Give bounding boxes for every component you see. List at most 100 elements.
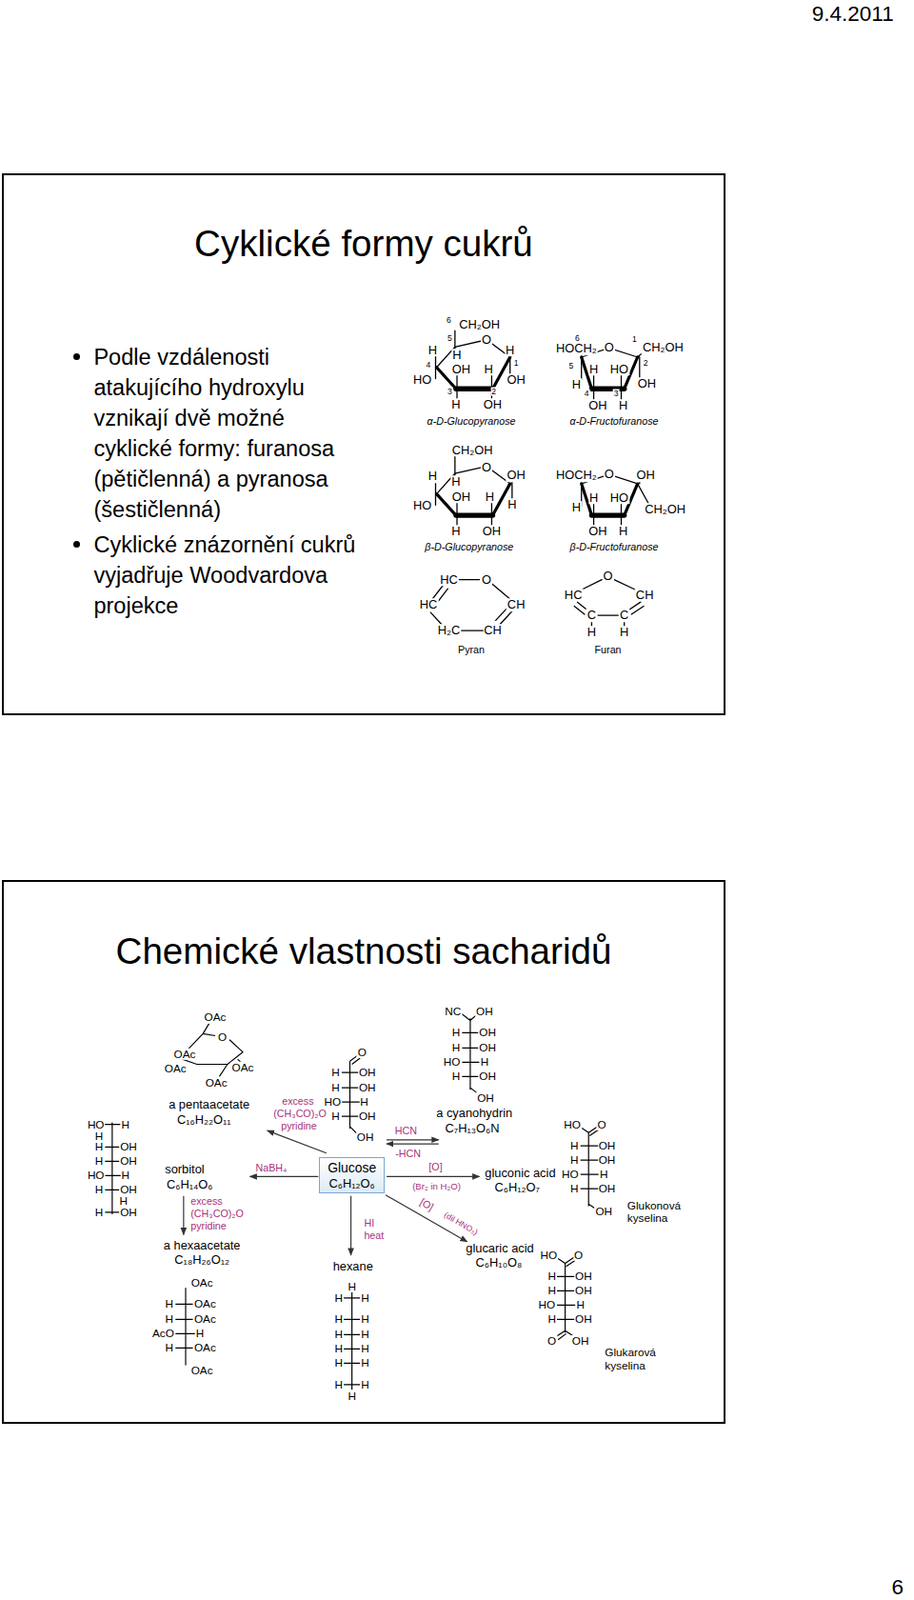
chem-label: H₂C bbox=[437, 623, 462, 637]
bullet-text: Cyklické znázornění cukrů vyjadřuje Wood… bbox=[93, 529, 369, 621]
chem-label: OH bbox=[119, 1154, 139, 1167]
chem-label: OH bbox=[587, 524, 608, 538]
chem-label: C₁₈H₂₆O₁₂ bbox=[173, 1252, 231, 1267]
chem-label: H bbox=[359, 1356, 371, 1369]
chem-label: NC bbox=[443, 1005, 462, 1017]
slide-frame: GlucoseC₆H₁₂O₆Chemické vlastnosti sachar… bbox=[1, 879, 726, 1424]
chem-label: β-D-Glucopyranose bbox=[423, 542, 515, 554]
chem-label: OH bbox=[476, 1092, 496, 1104]
reagent-label: (CH₃CO)₂O bbox=[272, 1108, 327, 1119]
chem-label: 4 bbox=[583, 388, 591, 398]
chem-label: OAc bbox=[163, 1062, 188, 1074]
chem-label: OH bbox=[475, 1005, 495, 1017]
chem-label: OH bbox=[477, 1026, 497, 1038]
chem-label: H bbox=[94, 1154, 105, 1167]
chem-label: OAc bbox=[204, 1076, 229, 1089]
chem-label: OH bbox=[119, 1206, 139, 1218]
ring-bond bbox=[581, 357, 638, 389]
chem-label: 6 bbox=[574, 333, 581, 342]
chem-label: H bbox=[618, 626, 630, 640]
chem-label: OAc bbox=[190, 1276, 215, 1289]
chem-label: gluconic acid bbox=[483, 1166, 557, 1180]
chem-label: H bbox=[94, 1206, 105, 1218]
chem-label: C bbox=[586, 608, 597, 622]
chem-label: H bbox=[506, 498, 517, 513]
reagent-label: NaBH₄ bbox=[255, 1162, 289, 1173]
reagent-label: (CH₃CO)₂O bbox=[189, 1208, 244, 1219]
ring-bond bbox=[591, 512, 624, 517]
chem-label: H bbox=[330, 1110, 341, 1122]
reagent-label: HI bbox=[362, 1217, 376, 1229]
substituent-bond bbox=[581, 475, 650, 528]
bullet-item: Podle vzdálenosti atakujícího hydroxylu … bbox=[71, 341, 370, 526]
chem-label: glucaric acid bbox=[464, 1242, 535, 1256]
chem-label: OH bbox=[119, 1183, 139, 1195]
page-mark: 6 bbox=[891, 1575, 906, 1599]
chem-label: 5 bbox=[446, 333, 454, 342]
chem-label: 3 bbox=[613, 388, 620, 398]
chem-label: H bbox=[483, 362, 495, 377]
chem-label: C₆H₁₄O₆ bbox=[165, 1177, 214, 1192]
chem-label: HO bbox=[536, 1298, 557, 1311]
chem-label: H bbox=[164, 1312, 176, 1325]
chem-label: H bbox=[359, 1342, 371, 1354]
fischer-projection bbox=[460, 1013, 479, 1095]
chem-label: O bbox=[480, 573, 493, 587]
slide-title: Chemické vlastnosti sacharidů bbox=[3, 930, 724, 973]
chem-label: HOCH₂ bbox=[555, 469, 598, 483]
chem-label: OH bbox=[597, 1153, 617, 1166]
chem-label: AcO bbox=[151, 1327, 176, 1339]
chem-label: HO bbox=[86, 1169, 106, 1181]
chem-label: H bbox=[333, 1342, 344, 1354]
chem-label: H bbox=[598, 1168, 610, 1180]
chem-label: OH bbox=[597, 1139, 617, 1152]
reagent-label: [O] bbox=[427, 1161, 443, 1173]
chem-label: OAc bbox=[203, 1011, 228, 1023]
chem-label: H bbox=[451, 1070, 462, 1082]
substituent-bond bbox=[436, 330, 511, 400]
compound-name: Glucose bbox=[327, 1159, 377, 1176]
chem-label: H bbox=[164, 1341, 176, 1353]
bullet-list: Podle vzdálenosti atakujícího hydroxylu … bbox=[71, 341, 370, 626]
substituent-bond bbox=[436, 455, 513, 527]
chem-label: CH₂OH bbox=[451, 443, 495, 457]
chem-label: OH bbox=[571, 1334, 591, 1347]
fischer-projection bbox=[343, 1291, 360, 1390]
chem-label: H bbox=[427, 343, 438, 358]
ring-bond bbox=[437, 357, 511, 389]
chem-label: HC bbox=[563, 588, 584, 602]
chem-label: O bbox=[603, 341, 616, 356]
chem-label: HO bbox=[609, 362, 630, 377]
chem-label: H bbox=[586, 626, 597, 640]
chem-label: HO bbox=[562, 1118, 582, 1131]
chem-label: HC bbox=[418, 598, 439, 613]
reagent-label: excess bbox=[189, 1196, 223, 1208]
chem-label: Glukonová kyselina bbox=[626, 1198, 702, 1225]
chem-label: OH bbox=[451, 362, 472, 377]
chem-label: CH bbox=[482, 623, 503, 637]
chem-label: H bbox=[330, 1066, 341, 1078]
ring-bond bbox=[456, 386, 494, 392]
reagent-label: -HCN bbox=[394, 1148, 422, 1159]
ring-bond bbox=[456, 512, 494, 517]
bullet-dot bbox=[73, 353, 80, 360]
chem-label: H bbox=[504, 343, 516, 358]
chem-label: Pyran bbox=[457, 644, 486, 656]
chem-label: OH bbox=[357, 1081, 378, 1093]
ring-bond bbox=[591, 386, 624, 392]
chem-label: HO bbox=[560, 1168, 580, 1180]
chem-label: H bbox=[569, 1182, 580, 1194]
chem-label: H bbox=[94, 1183, 105, 1195]
reagent-label: excess bbox=[280, 1096, 315, 1108]
chem-label: OH bbox=[636, 377, 657, 391]
chem-label: H bbox=[333, 1328, 344, 1340]
chem-label: H bbox=[546, 1270, 557, 1282]
chem-label: CH bbox=[635, 588, 656, 602]
chem-label: 2 bbox=[642, 358, 650, 368]
chem-label: H bbox=[546, 1312, 557, 1325]
chem-label: 5 bbox=[568, 360, 576, 370]
chem-label: H bbox=[617, 399, 629, 414]
fischer-projection bbox=[556, 1256, 576, 1340]
reaction-arrow bbox=[386, 1175, 480, 1177]
chem-label: CH bbox=[506, 598, 527, 613]
